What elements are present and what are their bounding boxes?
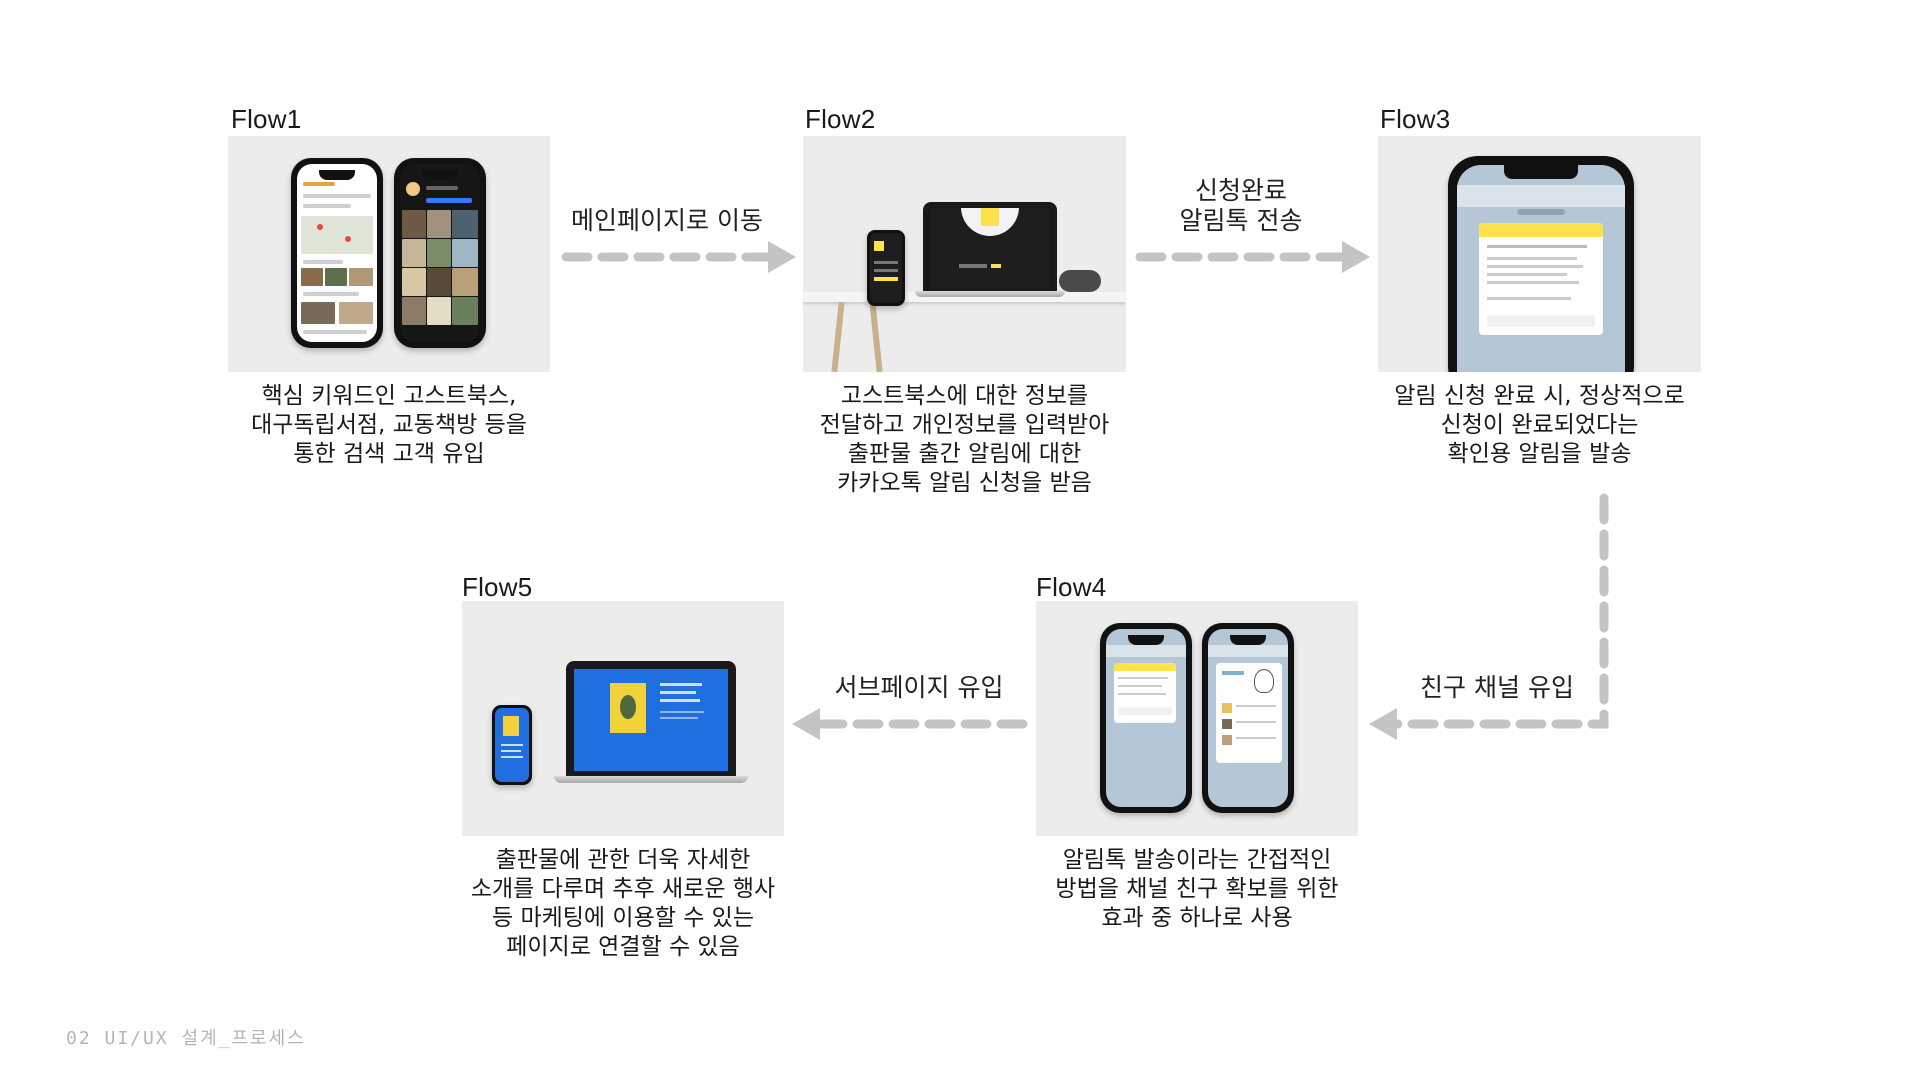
flow5-panel — [462, 601, 784, 836]
flow1-title: Flow1 — [231, 104, 301, 135]
flow2-title: Flow2 — [805, 104, 875, 135]
connector-label-4-5: 서브페이지 유입 — [808, 673, 1030, 703]
subpage-phone-mockup — [492, 705, 532, 785]
flow5-title: Flow5 — [462, 572, 532, 603]
flow1-panel — [228, 136, 550, 372]
arrowhead-left-icon — [1369, 708, 1397, 740]
flow3-title: Flow3 — [1380, 104, 1450, 135]
flow2-description: 고스트북스에 대한 정보를 전달하고 개인정보를 입력받아 출판물 출간 알림에… — [768, 382, 1161, 498]
connector-label-1-2: 메인페이지로 이동 — [556, 206, 778, 236]
desk-leg — [869, 302, 882, 372]
map-search-phone-mockup — [291, 158, 383, 348]
connector-label-3-4: 친구 채널 유입 — [1386, 673, 1608, 703]
kakaotalk-phone-mockup — [1448, 156, 1634, 372]
desk-leg — [831, 302, 844, 372]
flow3-panel — [1378, 136, 1701, 372]
flow4-title: Flow4 — [1036, 572, 1106, 603]
footer-label: 02 UI/UX 설계_프로세스 — [66, 1024, 306, 1050]
flow4-description: 알림톡 발송이라는 간접적인 방법을 채널 친구 확보를 위한 효과 중 하나로… — [1016, 846, 1378, 933]
flow2-panel — [803, 136, 1126, 372]
arrowhead-left-icon — [792, 708, 820, 740]
flow1-description: 핵심 키워드인 고스트북스, 대구독립서점, 교동책방 등을 통한 검색 고객 … — [208, 382, 570, 469]
signup-phone-mockup — [867, 230, 905, 306]
arrowhead-right-icon — [1342, 241, 1370, 273]
laptop-base — [554, 776, 748, 783]
channel-phone-mockup — [1202, 623, 1294, 813]
speaker-icon — [1059, 270, 1101, 292]
flow4-panel — [1036, 601, 1358, 836]
arrowhead-right-icon — [768, 241, 796, 273]
connector-label-2-3: 신청완료 알림톡 전송 — [1130, 176, 1352, 236]
laptop-mockup — [566, 661, 736, 777]
notification-phone-mockup — [1100, 623, 1192, 813]
flow5-description: 출판물에 관한 더욱 자세한 소개를 다루며 추후 새로운 행사 등 마케팅에 … — [436, 846, 810, 962]
instagram-phone-mockup — [394, 158, 486, 348]
laptop-mockup — [923, 202, 1057, 292]
flow3-description: 알림 신청 완료 시, 정상적으로 신청이 완료되었다는 확인용 알림을 발송 — [1356, 382, 1723, 469]
laptop-base — [915, 291, 1065, 297]
